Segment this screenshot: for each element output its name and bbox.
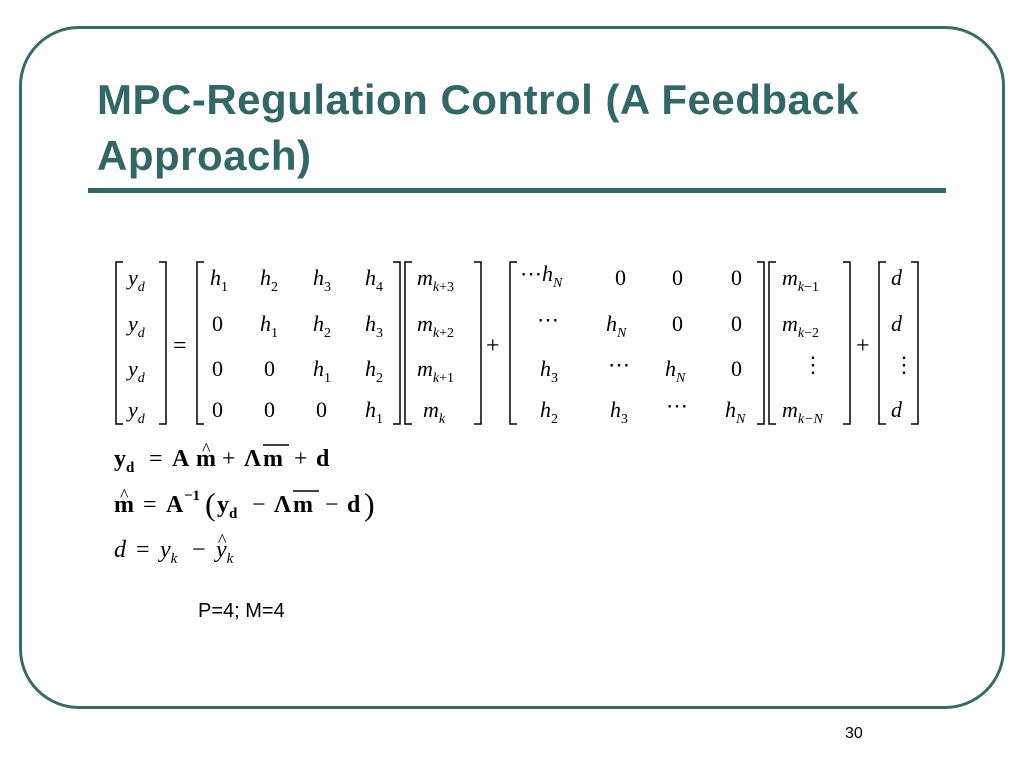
svg-text:mk+1: mk+1 bbox=[417, 356, 454, 386]
svg-text:d: d bbox=[891, 265, 903, 290]
svg-text:+: + bbox=[222, 446, 236, 472]
d-vector: d d ⋮ d bbox=[878, 261, 919, 425]
svg-text:Λ: Λ bbox=[244, 446, 262, 472]
svg-text:d: d bbox=[891, 311, 903, 336]
svg-text:0: 0 bbox=[615, 265, 626, 290]
svg-text:−1: −1 bbox=[184, 488, 200, 504]
svg-text:h3: h3 bbox=[365, 311, 383, 341]
svg-text:yd: yd bbox=[217, 492, 238, 522]
svg-text:h3: h3 bbox=[540, 356, 558, 386]
m-past-vector: mk−1 mk−2 ⋮ mk−N bbox=[768, 261, 851, 427]
svg-text:h1: h1 bbox=[260, 311, 278, 341]
svg-text:+: + bbox=[294, 446, 308, 472]
svg-text:−: − bbox=[252, 492, 266, 518]
svg-text:h2: h2 bbox=[260, 265, 278, 295]
svg-text:⋮: ⋮ bbox=[802, 352, 824, 377]
m-future-vector: mk+3 mk+2 mk+1 mk bbox=[404, 261, 482, 427]
equals-sign: = bbox=[173, 333, 187, 359]
svg-text:0: 0 bbox=[731, 265, 742, 290]
svg-text:0: 0 bbox=[672, 265, 683, 290]
svg-text:mk−2: mk−2 bbox=[782, 311, 819, 341]
svg-text:0: 0 bbox=[316, 397, 327, 422]
svg-text:mk−N: mk−N bbox=[782, 397, 824, 427]
svg-text:⋯: ⋯ bbox=[608, 352, 630, 377]
svg-text:mk−1: mk−1 bbox=[782, 265, 819, 295]
slide-title: MPC-Regulation Control (A Feedback Appro… bbox=[97, 76, 860, 179]
svg-text:hN: hN bbox=[606, 311, 627, 341]
svg-text:0: 0 bbox=[212, 397, 223, 422]
svg-text:h1: h1 bbox=[313, 356, 331, 386]
svg-text:h1: h1 bbox=[210, 265, 228, 295]
equation-yd: yd = A m ^ + Λ m + d bbox=[114, 439, 330, 476]
svg-text:h2: h2 bbox=[365, 356, 383, 386]
svg-text:0: 0 bbox=[212, 356, 223, 381]
svg-text:⋯: ⋯ bbox=[537, 307, 559, 332]
svg-text:A: A bbox=[166, 492, 184, 518]
svg-text:h3: h3 bbox=[610, 397, 628, 427]
svg-text:yd: yd bbox=[114, 446, 135, 476]
svg-text:h2: h2 bbox=[313, 311, 331, 341]
svg-text:yd: yd bbox=[126, 397, 146, 427]
matrix-equation: yd yd yd yd = h1 h2 h3 h4 0 h1 h2 h3 0 0 bbox=[115, 261, 919, 427]
matrix-A: h1 h2 h3 h4 0 h1 h2 h3 0 0 h1 h2 0 0 0 h… bbox=[196, 261, 401, 427]
svg-text:^: ^ bbox=[202, 439, 211, 459]
parameters-note: P=4; M=4 bbox=[198, 600, 285, 622]
svg-text:0: 0 bbox=[731, 311, 742, 336]
svg-text:m: m bbox=[114, 492, 134, 518]
svg-text:−: − bbox=[325, 492, 339, 518]
svg-text:hN: hN bbox=[665, 356, 686, 386]
svg-text:0: 0 bbox=[672, 311, 683, 336]
svg-text:⋮: ⋮ bbox=[893, 352, 915, 377]
matrix-Lambda: ⋯hN 0 0 0 ⋯ hN 0 0 h3 ⋯ hN 0 h2 h3 ⋯ hN bbox=[509, 261, 765, 427]
svg-text:=: = bbox=[136, 537, 150, 563]
svg-text:0: 0 bbox=[731, 356, 742, 381]
svg-text:mk+2: mk+2 bbox=[417, 311, 454, 341]
svg-text:h4: h4 bbox=[365, 265, 383, 295]
svg-text:^: ^ bbox=[120, 485, 129, 505]
lhs-vector: yd yd yd yd bbox=[115, 261, 167, 427]
svg-text:h3: h3 bbox=[313, 265, 331, 295]
svg-text:^: ^ bbox=[218, 530, 227, 550]
svg-text:d: d bbox=[316, 446, 330, 472]
svg-text:=: = bbox=[149, 446, 163, 472]
svg-text:(: ( bbox=[205, 486, 216, 522]
svg-text:h1: h1 bbox=[365, 397, 383, 427]
svg-text:⋯: ⋯ bbox=[666, 393, 688, 418]
svg-text:0: 0 bbox=[264, 356, 275, 381]
svg-text:=: = bbox=[143, 492, 157, 518]
svg-text:yk: yk bbox=[158, 537, 178, 567]
svg-text:mk: mk bbox=[423, 397, 446, 427]
equation-d: d = yk − yk ^ bbox=[114, 530, 234, 567]
svg-text:h2: h2 bbox=[540, 397, 558, 427]
svg-text:−: − bbox=[192, 537, 206, 563]
svg-text:yd: yd bbox=[126, 311, 146, 341]
svg-text:0: 0 bbox=[264, 397, 275, 422]
plus-sign-2: + bbox=[856, 333, 870, 359]
svg-text:d: d bbox=[347, 492, 361, 518]
page-number: 30 bbox=[845, 725, 863, 742]
title-underline bbox=[88, 188, 946, 193]
svg-text:d: d bbox=[114, 537, 127, 563]
svg-text:d: d bbox=[891, 397, 903, 422]
plus-sign-1: + bbox=[486, 333, 500, 359]
svg-text:hN: hN bbox=[725, 397, 746, 427]
svg-text:Λ: Λ bbox=[274, 492, 292, 518]
svg-text:m: m bbox=[196, 446, 216, 472]
svg-text:): ) bbox=[364, 486, 375, 522]
svg-text:yd: yd bbox=[126, 356, 146, 386]
svg-text:m: m bbox=[263, 446, 283, 472]
equation-mhat: m ^ = A −1 ( yd − Λ m − d ) bbox=[114, 485, 375, 522]
svg-text:A: A bbox=[172, 446, 190, 472]
svg-text:0: 0 bbox=[212, 311, 223, 336]
svg-text:mk+3: mk+3 bbox=[417, 265, 454, 295]
svg-text:yd: yd bbox=[126, 265, 146, 295]
svg-text:⋯hN: ⋯hN bbox=[520, 261, 563, 291]
slide-frame bbox=[19, 26, 1005, 709]
svg-text:m: m bbox=[293, 492, 313, 518]
